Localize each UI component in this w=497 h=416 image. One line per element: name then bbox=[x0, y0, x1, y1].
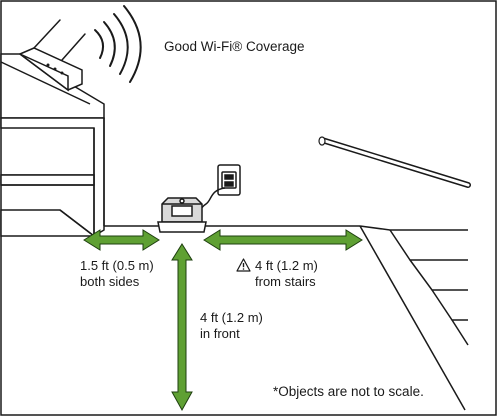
warning-triangle-icon bbox=[236, 258, 251, 272]
router-icon bbox=[18, 19, 86, 92]
stairs-distance-value: 4 ft (1.2 m) bbox=[255, 258, 318, 273]
both-sides-distance-label: 1.5 ft (0.5 m) both sides bbox=[80, 258, 154, 290]
both-sides-distance-value: 1.5 ft (0.5 m) bbox=[80, 258, 154, 273]
stairs bbox=[359, 225, 469, 411]
stairs-distance-label: 4 ft (1.2 m) from stairs bbox=[255, 258, 318, 290]
stair-handrail bbox=[318, 136, 471, 188]
front-distance-label: 4 ft (1.2 m) in front bbox=[200, 310, 263, 342]
power-outlet-icon bbox=[217, 164, 241, 196]
both-sides-distance-caption: both sides bbox=[80, 274, 140, 289]
front-distance-caption: in front bbox=[200, 326, 240, 341]
scale-disclaimer: *Objects are not to scale. bbox=[273, 384, 424, 399]
front-distance-value: 4 ft (1.2 m) bbox=[200, 310, 263, 325]
arrow-both-sides bbox=[83, 229, 160, 251]
wifi-coverage-label: Good Wi-Fi® Coverage bbox=[164, 39, 305, 54]
home-base-dock-icon bbox=[157, 197, 207, 233]
shelf-furniture bbox=[0, 53, 105, 238]
stairs-distance-caption: from stairs bbox=[255, 274, 316, 289]
arrow-from-stairs bbox=[203, 229, 363, 251]
arrow-in-front bbox=[171, 243, 193, 412]
wifi-signal-icon bbox=[94, 5, 142, 83]
